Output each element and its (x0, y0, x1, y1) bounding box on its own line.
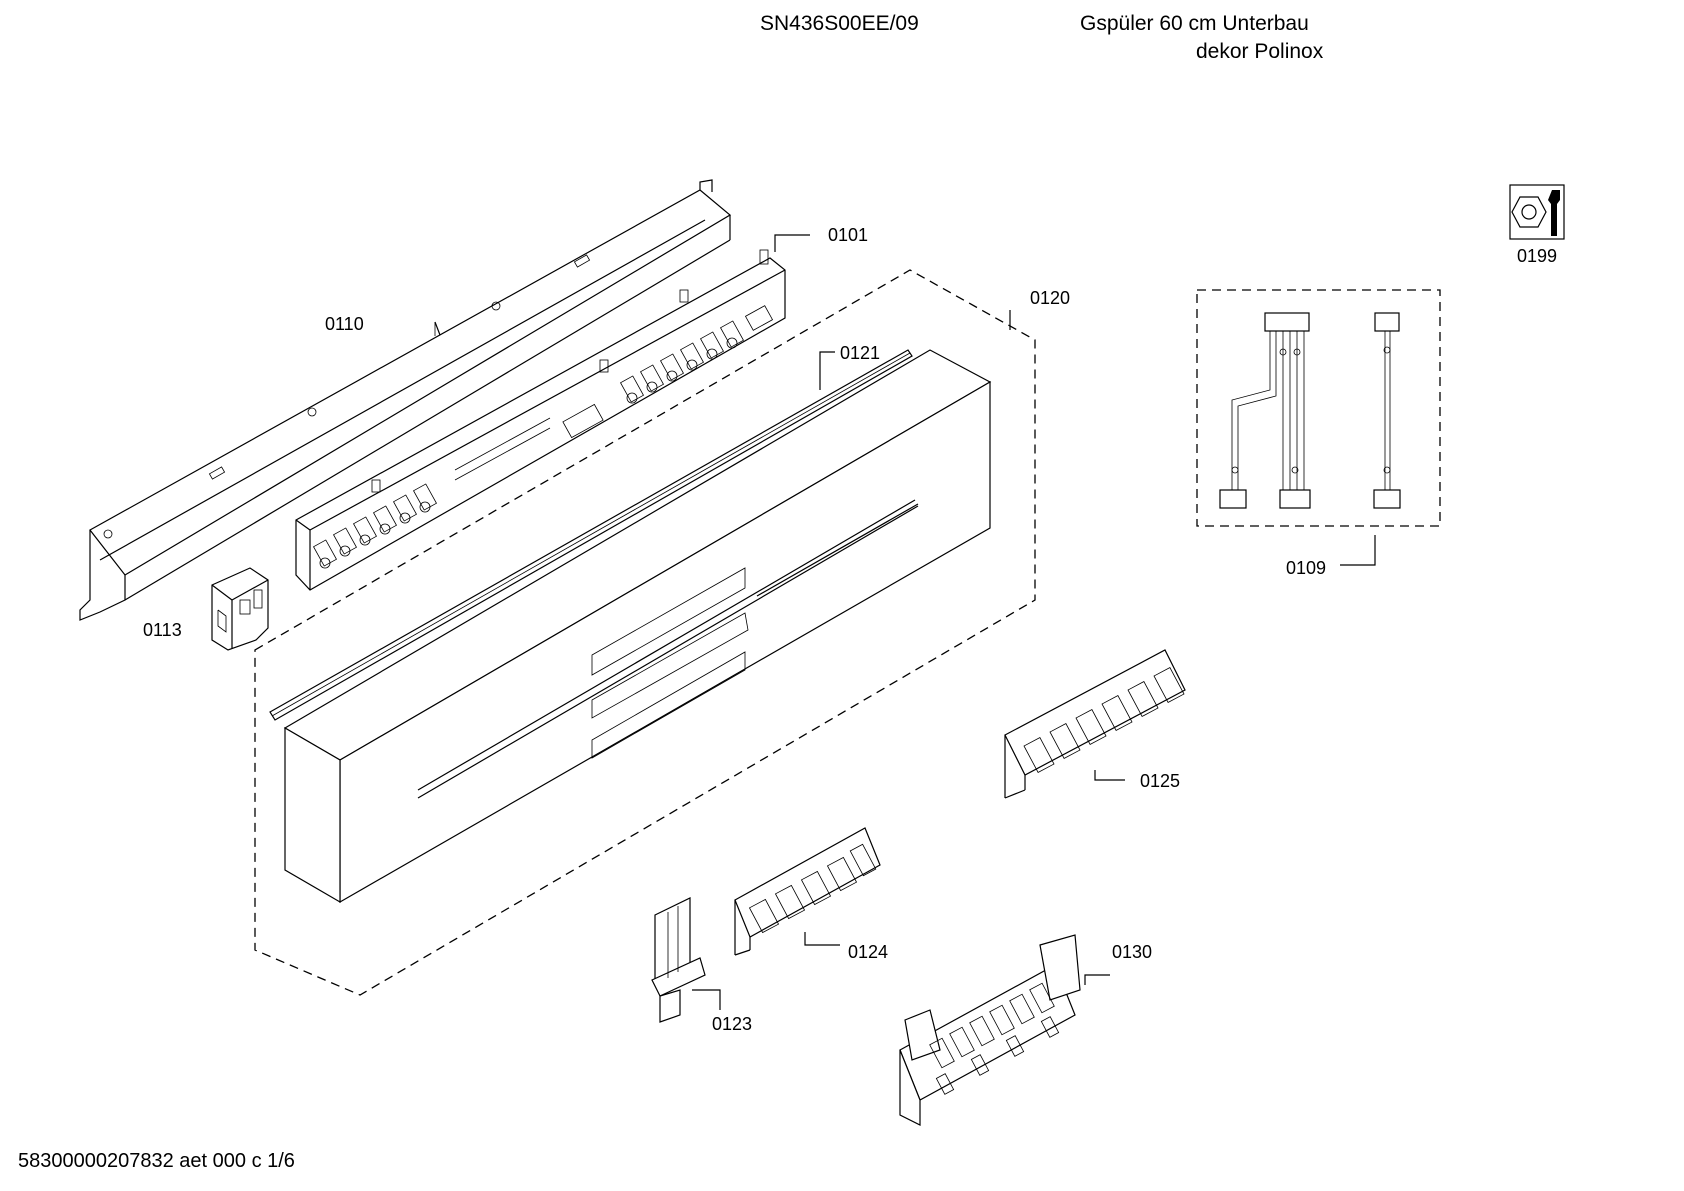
description-line1: Gspüler 60 cm Unterbau (1080, 12, 1309, 35)
part-0130-housing[interactable] (899, 934, 1081, 1126)
part-0121-seal-strip[interactable] (269, 349, 913, 721)
part-0125-button-row[interactable] (1004, 649, 1186, 799)
group-0109-outline (1196, 289, 1441, 527)
label-0101: 0101 (828, 225, 868, 245)
label-0123: 0123 (712, 1014, 752, 1034)
part-0101-control-board[interactable] (295, 249, 786, 591)
label-0110: 0110 (325, 314, 364, 334)
label-0199: 0199 (1517, 246, 1557, 266)
part-0110-rail[interactable] (79, 179, 732, 621)
part-0120-fascia-panel[interactable] (283, 349, 992, 904)
leader-lines (434, 234, 1376, 1010)
label-0109: 0109 (1286, 558, 1326, 578)
group-0120-outline (254, 269, 1036, 996)
label-0113: 0113 (143, 620, 182, 640)
part-0123-switch[interactable] (651, 897, 706, 1023)
label-0125: 0125 (1140, 771, 1180, 791)
label-0120: 0120 (1030, 288, 1070, 308)
part-0109-cable-harness[interactable] (1219, 312, 1401, 509)
part-0113-clip[interactable] (211, 567, 269, 651)
model-number: SN436S00EE/09 (760, 12, 919, 35)
label-0130: 0130 (1112, 942, 1152, 962)
wrench-nut-icon[interactable] (1509, 184, 1565, 240)
label-0121: 0121 (840, 343, 880, 363)
description-line2: dekor Polinox (1196, 40, 1324, 63)
label-0124: 0124 (848, 942, 888, 962)
document-id: 58300000207832 aet 000 c 1/6 (18, 1150, 295, 1172)
part-0124-button-row[interactable] (734, 827, 881, 956)
